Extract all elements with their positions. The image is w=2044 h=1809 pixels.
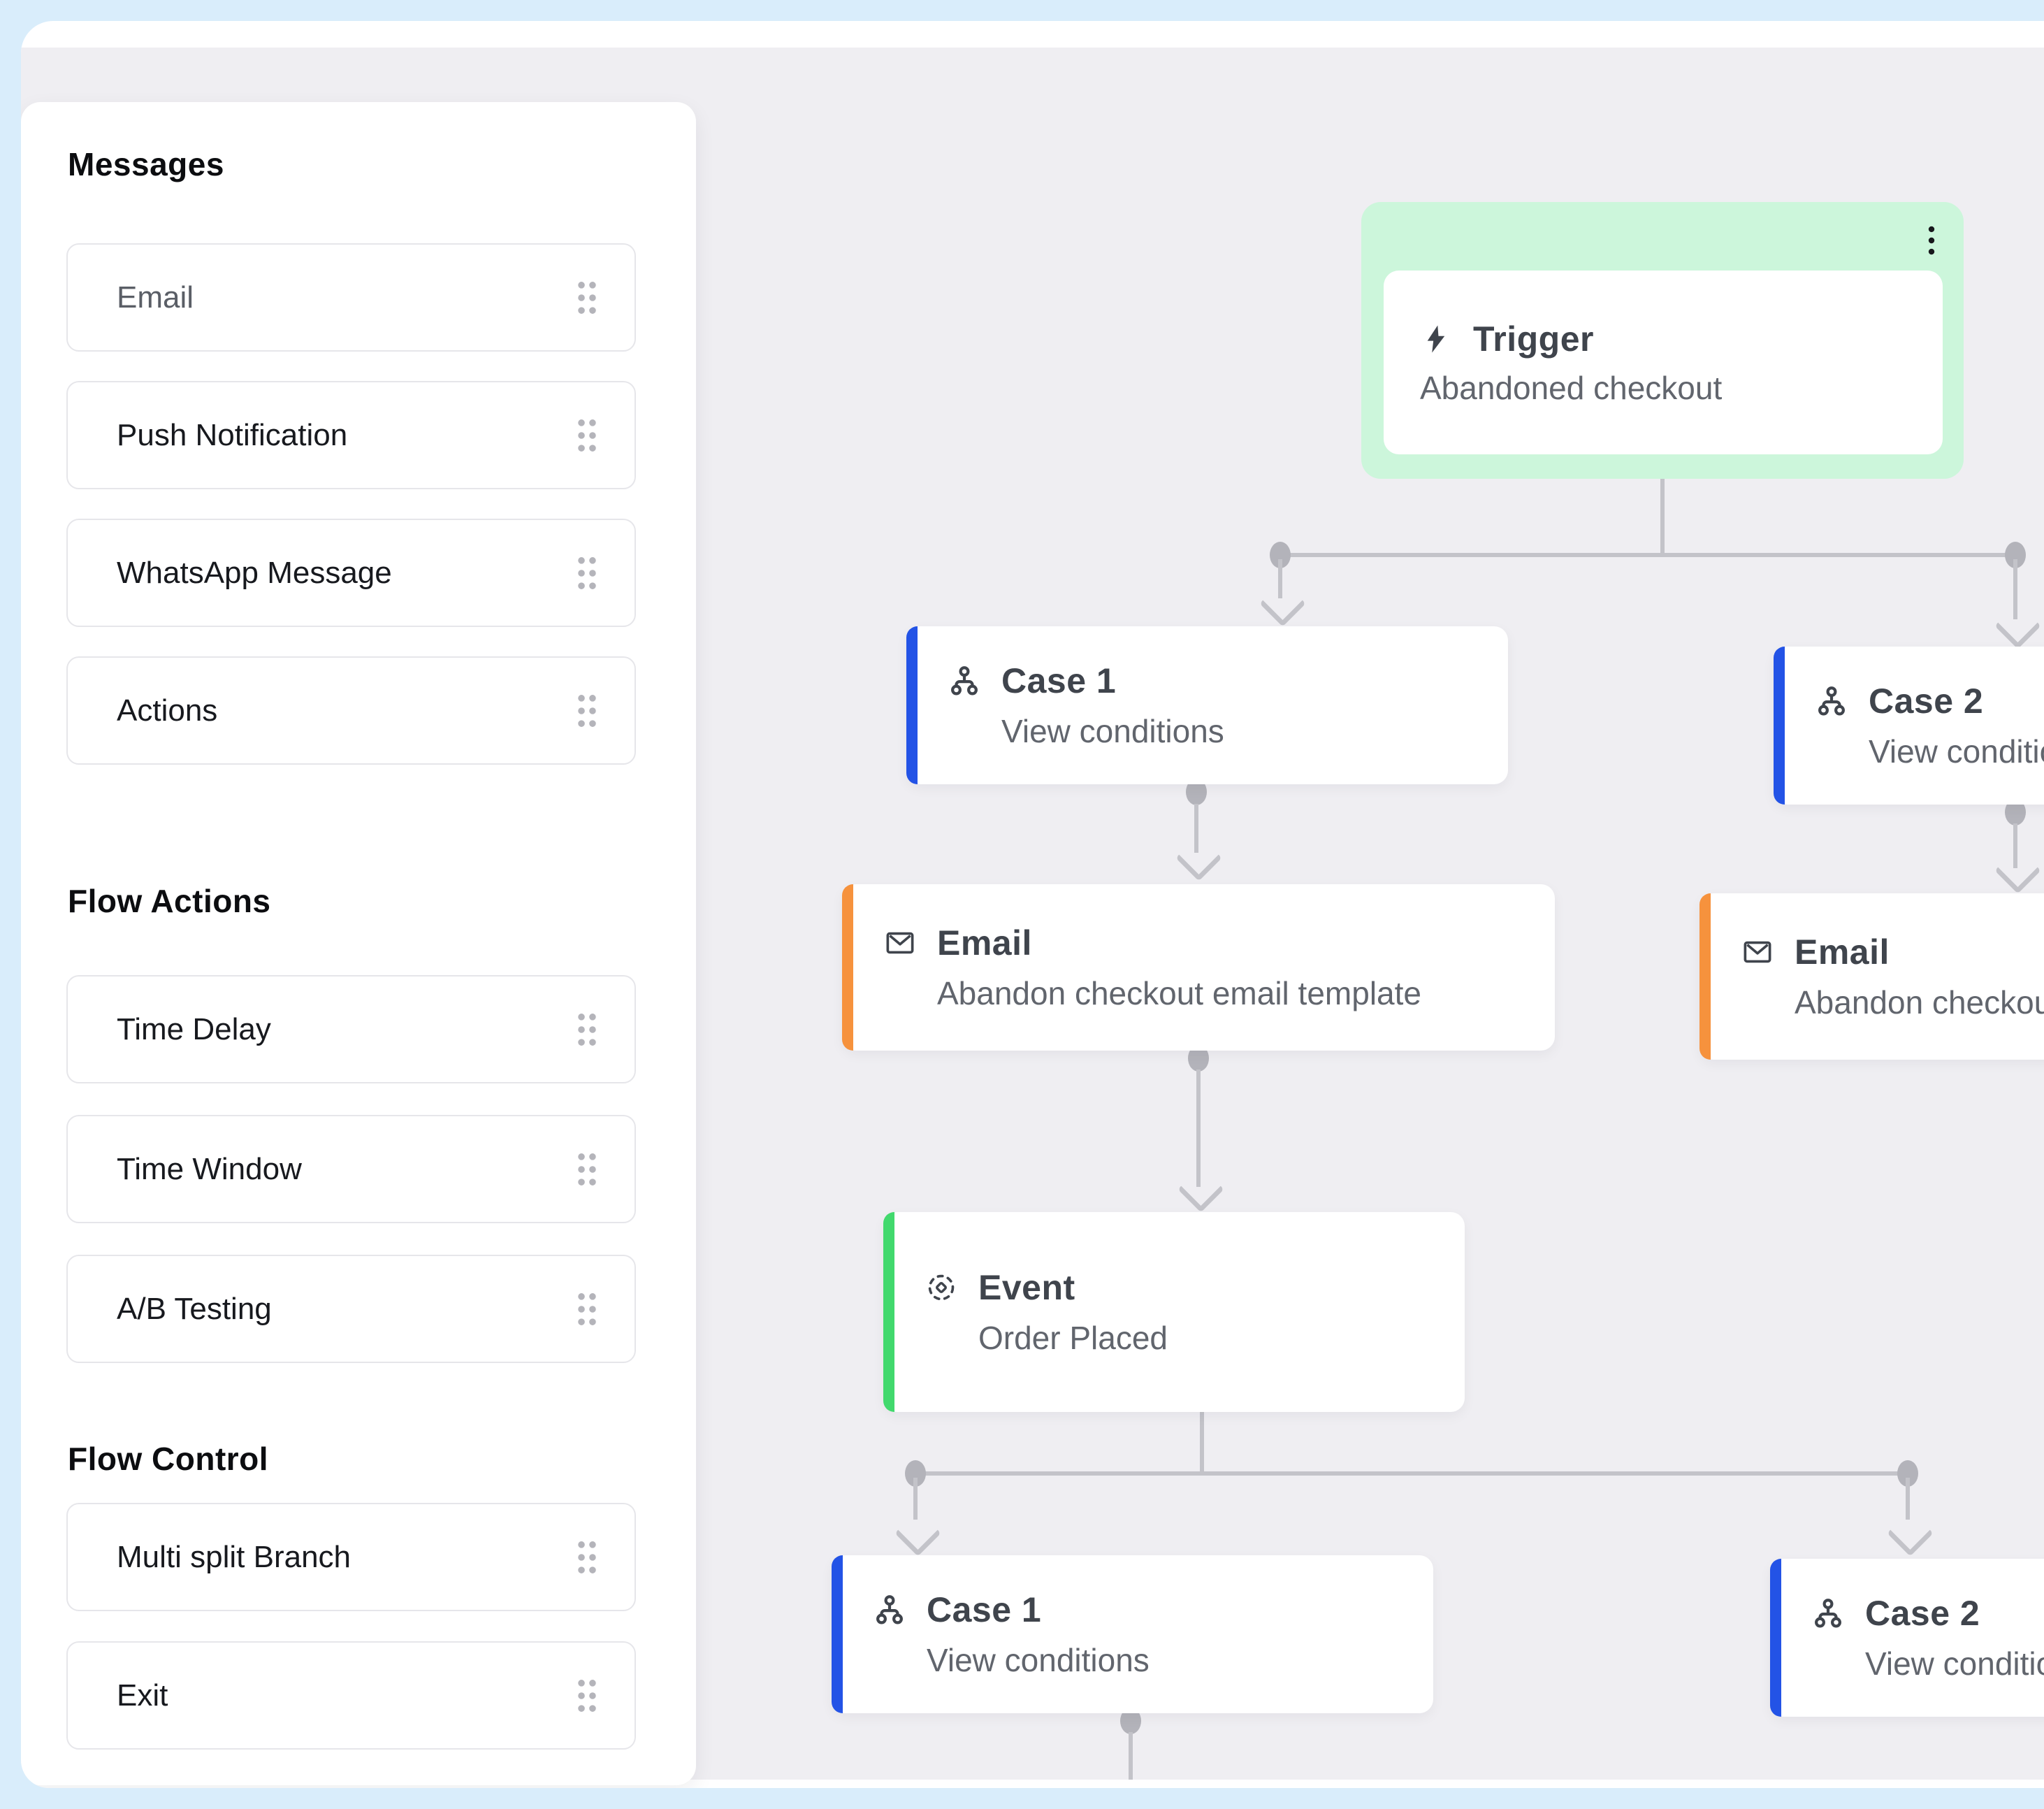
- view-conditions-link[interactable]: View conditions: [1865, 1645, 2044, 1682]
- sidebar-item-label: Push Notification: [117, 417, 348, 452]
- connector-line: [2013, 559, 2017, 619]
- connector-line: [1906, 1478, 1910, 1520]
- sidebar-item-label: Email: [117, 280, 194, 315]
- drag-handle-icon[interactable]: [576, 1152, 598, 1187]
- drag-handle-icon[interactable]: [576, 1540, 598, 1575]
- arrowhead-icon: [1259, 580, 1306, 627]
- connector-line: [2013, 823, 2017, 868]
- node-event[interactable]: Event Order Placed: [883, 1212, 1465, 1412]
- drag-handle-icon[interactable]: [576, 1292, 598, 1327]
- sidebar-item-multi-split-branch[interactable]: Multi split Branch: [66, 1503, 636, 1611]
- arrowhead-icon: [1994, 603, 2041, 649]
- connector-line: [915, 1471, 1908, 1476]
- accent-bar: [832, 1555, 843, 1713]
- connector-line: [1129, 1732, 1133, 1780]
- sidebar-item-time-delay[interactable]: Time Delay: [66, 975, 636, 1083]
- accent-bar: [1774, 647, 1785, 805]
- node-case1-top[interactable]: Case 1 View conditions: [906, 626, 1508, 784]
- split-branch-icon: [1815, 685, 1848, 717]
- node-subtitle: Abandon checkout email template: [937, 975, 1421, 1011]
- split-branch-icon: [1812, 1597, 1844, 1629]
- node-subtitle: Abandon checkout email template: [1795, 984, 2044, 1021]
- connector-line: [1660, 479, 1665, 557]
- sidebar-item-actions[interactable]: Actions: [66, 656, 636, 765]
- node-title: Email: [1795, 932, 1890, 972]
- node-case2-top[interactable]: Case 2 View conditions: [1774, 647, 2044, 805]
- view-conditions-link[interactable]: View conditions: [1001, 713, 1224, 749]
- sidebar-item-time-window[interactable]: Time Window: [66, 1115, 636, 1223]
- node-email-left[interactable]: Email Abandon checkout email template: [842, 884, 1555, 1051]
- accent-bar: [1770, 1559, 1781, 1717]
- sidebar-item-label: Multi split Branch: [117, 1539, 351, 1574]
- accent-bar: [883, 1212, 894, 1412]
- drag-handle-icon[interactable]: [576, 1012, 598, 1047]
- sidebar-item-label: Exit: [117, 1678, 168, 1713]
- kebab-menu-icon[interactable]: [1926, 226, 1937, 255]
- drag-handle-icon[interactable]: [576, 280, 598, 315]
- node-trigger-card: Trigger Abandoned checkout: [1384, 271, 1943, 454]
- split-branch-icon: [948, 665, 980, 697]
- sidebar-item-exit[interactable]: Exit: [66, 1641, 636, 1750]
- sidebar-item-whatsapp-message[interactable]: WhatsApp Message: [66, 519, 636, 627]
- view-conditions-link[interactable]: View conditions: [1869, 733, 2044, 770]
- sidebar-item-label: Time Window: [117, 1151, 302, 1186]
- node-trigger[interactable]: Trigger Abandoned checkout: [1361, 202, 1964, 479]
- node-title: Trigger: [1473, 319, 1594, 359]
- arrowhead-icon: [894, 1510, 941, 1557]
- sidebar-item-label: Time Delay: [117, 1011, 271, 1046]
- connector-line: [1278, 559, 1282, 598]
- arrowhead-icon: [1175, 835, 1222, 881]
- node-subtitle: Abandoned checkout: [1420, 369, 1723, 406]
- view-conditions-link[interactable]: View conditions: [927, 1642, 1150, 1678]
- section-title-flow-control: Flow Control: [68, 1441, 269, 1477]
- lightning-icon: [1427, 324, 1445, 353]
- node-title: Case 2: [1865, 1594, 1980, 1633]
- node-title: Case 1: [1001, 661, 1117, 700]
- accent-bar: [1699, 893, 1711, 1060]
- arrowhead-icon: [1177, 1166, 1224, 1213]
- node-case2-bottom[interactable]: Case 2 View conditions: [1770, 1559, 2044, 1717]
- node-email-right[interactable]: Email Abandon checkout email template: [1699, 893, 2044, 1060]
- accent-bar: [842, 884, 853, 1051]
- drag-handle-icon[interactable]: [576, 693, 598, 728]
- drag-handle-icon[interactable]: [576, 1678, 598, 1713]
- connector-line: [1280, 553, 2015, 557]
- sidebar-item-ab-testing[interactable]: A/B Testing: [66, 1255, 636, 1363]
- sidebar-item-label: Actions: [117, 693, 218, 728]
- node-title: Event: [978, 1268, 1075, 1307]
- sidebar-item-push-notification[interactable]: Push Notification: [66, 381, 636, 489]
- node-title: Email: [937, 923, 1032, 963]
- connector-line: [913, 1478, 918, 1520]
- sidebar-item-label: WhatsApp Message: [117, 555, 392, 590]
- connector-line: [1194, 804, 1198, 853]
- accent-bar: [906, 626, 918, 784]
- app-window: Trigger Abandoned checkout Case 1 View c…: [21, 21, 2044, 1788]
- connector-line: [1200, 1412, 1204, 1476]
- node-title: Case 2: [1869, 682, 1984, 721]
- sidebar-panel: Messages Email Push Notification WhatsAp…: [21, 102, 696, 1785]
- node-title: Case 1: [927, 1590, 1042, 1629]
- arrowhead-icon: [1887, 1510, 1934, 1557]
- sidebar-item-email[interactable]: Email: [66, 243, 636, 352]
- connector-line: [1196, 1069, 1201, 1187]
- node-case1-bottom[interactable]: Case 1 View conditions: [832, 1555, 1433, 1713]
- mail-icon: [1744, 941, 1771, 963]
- event-icon: [928, 1274, 955, 1301]
- split-branch-icon: [874, 1594, 906, 1626]
- node-subtitle: Order Placed: [978, 1320, 1168, 1356]
- section-title-flow-actions: Flow Actions: [68, 883, 271, 919]
- sidebar-item-label: A/B Testing: [117, 1291, 272, 1326]
- drag-handle-icon[interactable]: [576, 418, 598, 453]
- drag-handle-icon[interactable]: [576, 556, 598, 591]
- section-title-messages: Messages: [68, 146, 224, 182]
- arrowhead-icon: [1994, 847, 2041, 894]
- mail-icon: [886, 932, 914, 954]
